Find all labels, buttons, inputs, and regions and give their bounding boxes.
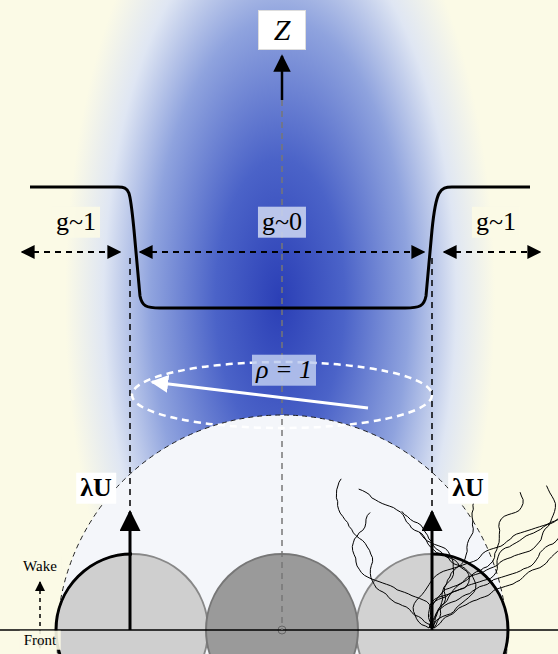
trajectory — [429, 500, 558, 628]
direction-label: Wake — [19, 557, 61, 576]
direction-label: Front — [20, 631, 61, 650]
trajectory — [433, 486, 555, 628]
region-label: g~1 — [52, 207, 100, 238]
trajectory — [430, 501, 474, 628]
axis-label-box: Z — [258, 10, 306, 50]
trajectory — [336, 479, 434, 628]
region-label: g~1 — [472, 207, 520, 238]
radius-label: ρ = 1 — [252, 355, 316, 386]
velocity-label: λU — [76, 473, 116, 504]
trajectory — [352, 513, 431, 629]
region-label: g~0 — [258, 207, 306, 238]
velocity-label: λU — [448, 473, 488, 504]
trajectory — [413, 496, 558, 628]
axis-label: Z — [274, 15, 291, 45]
trajectory — [359, 489, 470, 628]
trajectory — [402, 511, 476, 628]
